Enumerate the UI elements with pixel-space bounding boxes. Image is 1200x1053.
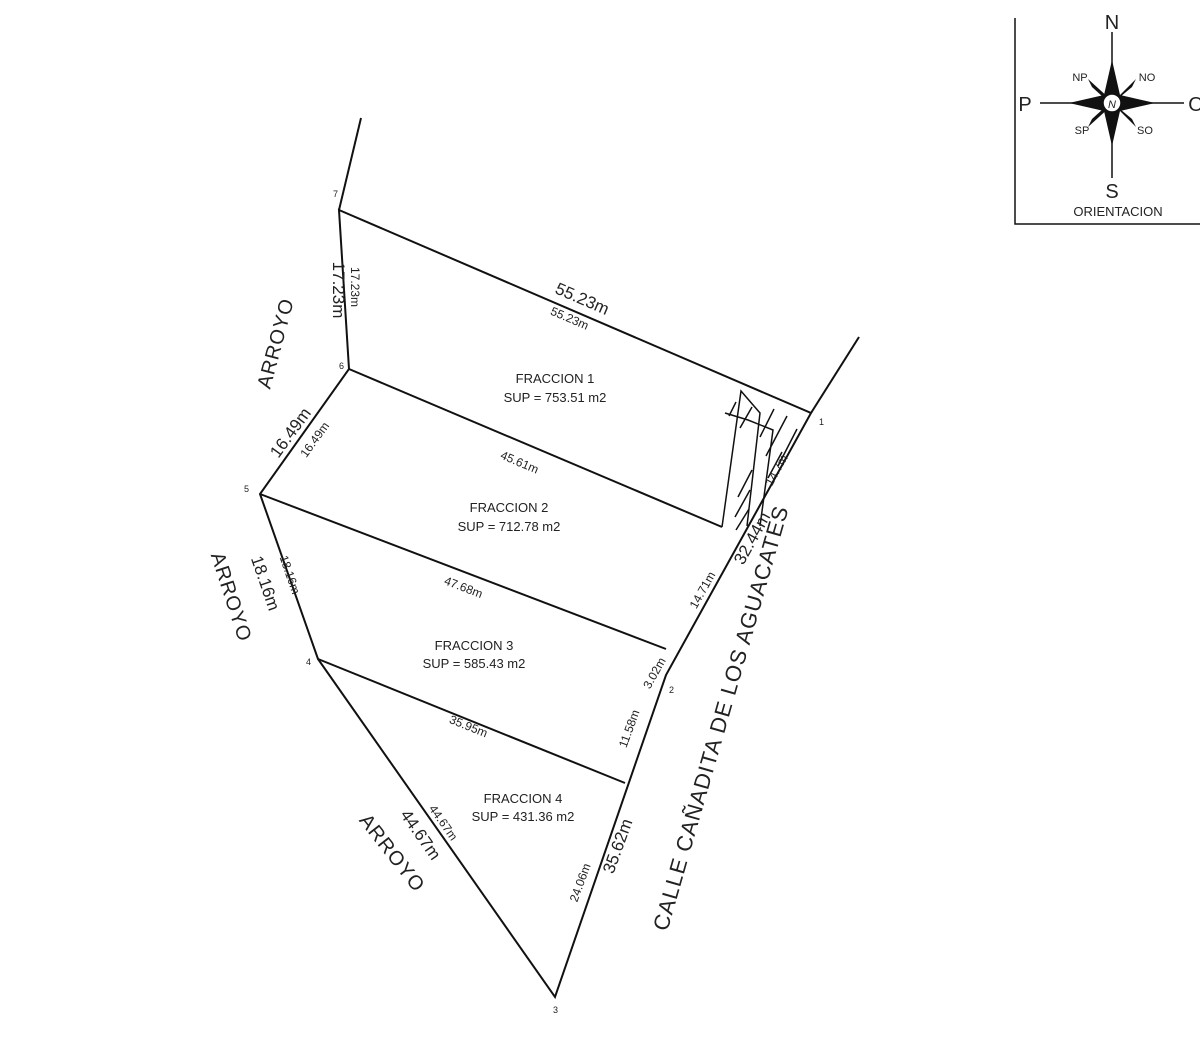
vertex-2-label: 2 <box>669 685 674 695</box>
vertex-4-label: 4 <box>306 657 311 667</box>
fraccion-2-area: SUP = 712.78 m2 <box>458 519 561 534</box>
creek-label-upper: ARROYO <box>254 296 299 391</box>
vertex-6-label: 6 <box>339 361 344 371</box>
compass-rose: N N S P O NP NO SP SO ORIENTACION <box>1014 12 1200 225</box>
dim-right-hatched: 14.7m <box>762 452 790 488</box>
compass-south: S <box>1105 181 1118 203</box>
dim-left-low-outer: 18.16m <box>247 553 283 613</box>
compass-northeast: NO <box>1139 72 1156 84</box>
divider-fraccion-2-3 <box>259 493 667 650</box>
dim-divider-1-2: 45.61m <box>498 448 540 477</box>
fraccion-4-area: SUP = 431.36 m2 <box>472 809 575 824</box>
fraccion-2-name: FRACCION 2 <box>470 500 549 515</box>
divider-fraccion-1-2 <box>348 368 723 528</box>
dim-left-top-inner: 17.23m <box>348 267 362 307</box>
east-extension-line <box>810 336 860 414</box>
compass-frame <box>1014 18 1200 225</box>
north-extension-line <box>338 117 362 211</box>
compass-southwest: SP <box>1075 125 1090 137</box>
fraccion-3-name: FRACCION 3 <box>435 638 514 653</box>
creek-label-middle: ARROYO <box>206 550 256 645</box>
hatched-strip <box>721 389 798 531</box>
fraccion-3-area: SUP = 585.43 m2 <box>423 656 526 671</box>
dim-left-top-outer: 17.23m <box>329 262 348 319</box>
vertex-3-label: 3 <box>553 1005 558 1015</box>
vertex-7-label: 7 <box>333 189 338 199</box>
compass-southeast: SO <box>1137 125 1153 137</box>
compass-center-letter: N <box>1108 99 1116 111</box>
divider-fraccion-3-4 <box>317 658 626 784</box>
dim-right-f3a: 3.02m <box>640 655 668 691</box>
street-name: CALLE CAÑADITA DE LOS AGUACATES <box>648 503 794 934</box>
fraccion-1-name: FRACCION 1 <box>516 371 595 386</box>
vertex-5-label: 5 <box>244 484 249 494</box>
compass-west: P <box>1018 94 1031 116</box>
property-boundary <box>258 208 813 1000</box>
vertex-1-label: 1 <box>819 417 824 427</box>
compass-north: N <box>1105 12 1119 34</box>
dim-right-lower-total: 35.62m <box>599 816 636 876</box>
dim-divider-3-4: 35.95m <box>447 712 489 740</box>
dim-left-low-inner: 18.16m <box>277 553 303 595</box>
compass-east: O <box>1188 94 1200 116</box>
compass-caption: ORIENTACION <box>1073 204 1162 219</box>
fraccion-1-area: SUP = 753.51 m2 <box>504 390 607 405</box>
compass-northwest: NP <box>1072 72 1087 84</box>
dim-right-f3b: 11.58m <box>616 708 643 750</box>
fraccion-4-name: FRACCION 4 <box>484 791 563 806</box>
